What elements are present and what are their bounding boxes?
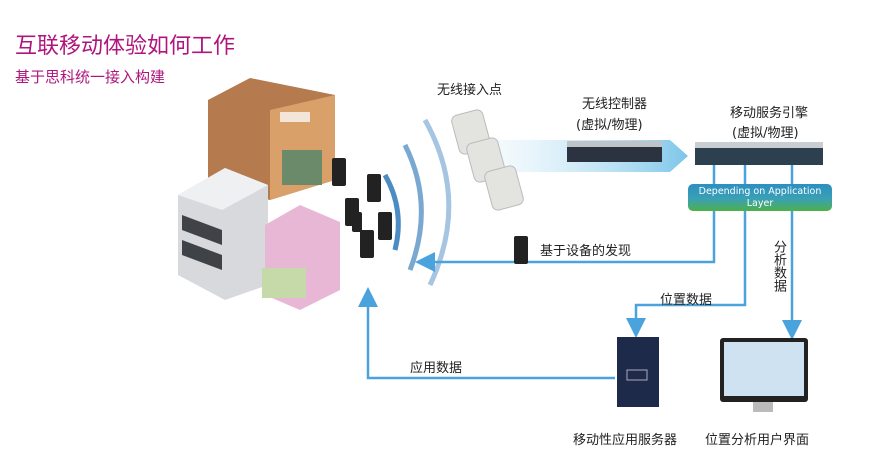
engine-label: 移动服务引擎	[730, 106, 809, 121]
device-discovery-label: 基于设备的发现	[540, 244, 632, 259]
app-server-icon	[617, 337, 659, 407]
app-server-label: 移动性应用服务器	[573, 433, 678, 448]
location-data-label: 位置数据	[660, 293, 713, 308]
access-point-icon	[451, 109, 524, 211]
analytics-data-label: 分析数据	[771, 240, 786, 292]
shop-building-icon	[262, 205, 340, 310]
retail-store-icon	[208, 78, 335, 200]
app-data-label: 应用数据	[410, 361, 463, 376]
access-point-label: 无线接入点	[437, 83, 503, 98]
smartphones-icon	[332, 158, 392, 258]
page-subtitle: 基于思科统一接入构建	[15, 68, 166, 86]
wifi-waves-icon	[382, 118, 452, 287]
mobility-services-engine-icon	[695, 142, 823, 165]
application-layer-box: Depending on Application Layer	[688, 184, 832, 211]
engine-sub-label: (虚拟/物理)	[732, 126, 799, 141]
location-ui-label: 位置分析用户界面	[705, 433, 810, 448]
controller-sub-label: (虚拟/物理)	[576, 118, 643, 133]
page-title: 互联移动体验如何工作	[15, 34, 236, 59]
phone-icon	[514, 236, 528, 264]
office-building-icon	[178, 168, 268, 300]
controller-label: 无线控制器	[582, 97, 648, 112]
wireless-controller-icon	[567, 141, 662, 162]
monitor-icon	[720, 338, 808, 412]
